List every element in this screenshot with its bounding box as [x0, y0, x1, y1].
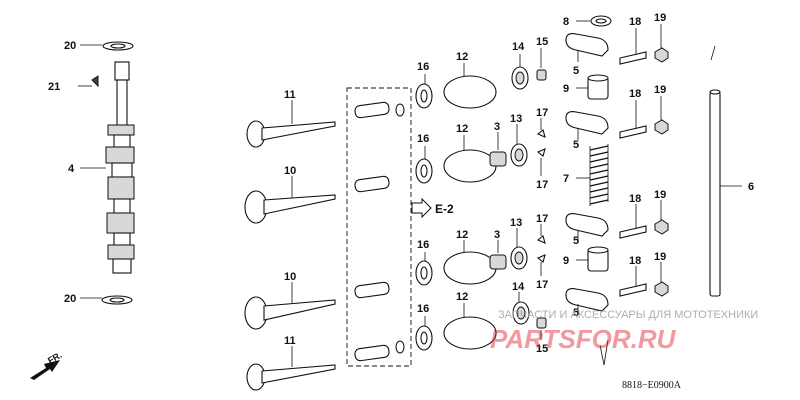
spring-seats [415, 74, 433, 351]
callout-4: 4 [68, 163, 75, 175]
valve-11-bottom [246, 363, 336, 391]
journal-2 [111, 162, 133, 178]
callout-19-4: 19 [654, 251, 666, 263]
caps-and-cotters [536, 48, 547, 340]
journal-3 [113, 198, 131, 214]
callout-16-1: 16 [417, 61, 429, 73]
dashed-box [346, 87, 412, 367]
guide-3 [354, 281, 390, 299]
retainers [510, 54, 530, 325]
callout-3-lower: 3 [494, 229, 500, 241]
callout-12-2: 12 [456, 123, 468, 135]
guide-4 [354, 340, 405, 362]
callout-5-3: 5 [573, 235, 579, 247]
callout-5-2: 5 [573, 139, 579, 151]
callout-16-4: 16 [417, 303, 429, 315]
callout-12-3: 12 [456, 229, 468, 241]
watermark-line1: ЗАПЧАСТИ И АКСЕССУАРЫ ДЛЯ МОТОТЕХНИКИ [498, 309, 758, 321]
rocker-shaft [599, 45, 742, 366]
valve-guide-group [346, 87, 412, 367]
callout-19-2: 19 [654, 84, 666, 96]
valve-10-upper [244, 190, 336, 224]
callout-17-2: 17 [536, 179, 548, 191]
callout-12-4: 12 [456, 291, 468, 303]
callout-5-4: 5 [573, 307, 579, 319]
cam-lobe-3 [107, 176, 135, 200]
callout-16-2: 16 [417, 133, 429, 145]
valves [244, 100, 336, 391]
cam-lobe-4 [106, 212, 135, 234]
callout-12-1: 12 [456, 51, 468, 63]
camshaft-shaft-upper [116, 79, 128, 126]
valve-11-top [246, 120, 336, 148]
camshaft [78, 41, 135, 305]
callout-21: 21 [48, 81, 60, 93]
callout-18-4: 18 [629, 255, 641, 267]
callout-14-upper: 14 [512, 41, 525, 53]
callout-18-3: 18 [629, 193, 641, 205]
camshaft-end-lower [112, 258, 132, 274]
callout-15-lower: 15 [536, 343, 548, 355]
callout-13-lower: 13 [510, 217, 522, 229]
callout-17-1: 17 [536, 107, 548, 119]
callout-13-upper: 13 [510, 113, 522, 125]
reference-e2: E-2 [411, 197, 454, 219]
callout-17-3: 17 [536, 213, 548, 225]
callout-16-3: 16 [417, 239, 429, 251]
diagram-code: 8818−E0900A [622, 380, 682, 391]
callout-3-upper: 3 [494, 121, 500, 133]
front-arrow-icon [30, 360, 60, 380]
callout-7: 7 [563, 173, 569, 185]
washer-20-bottom-hole [109, 297, 125, 303]
watermark: ЗАПЧАСТИ И АКСЕССУАРЫ ДЛЯ МОТОТЕХНИКИ PA… [490, 309, 758, 354]
front-label: FR. [46, 350, 64, 366]
plug-21 [91, 75, 99, 88]
callout-14-lower: 14 [512, 281, 525, 293]
callout-5-1: 5 [573, 65, 579, 77]
inner-springs [489, 132, 507, 270]
guide-2 [354, 175, 390, 193]
adjusting-screws [619, 24, 669, 297]
journal-1 [113, 134, 131, 148]
cam-lobe-1 [107, 124, 135, 136]
cam-lobe-5 [107, 244, 135, 260]
valve-10-lower [244, 296, 336, 330]
cam-lobe-2 [105, 146, 135, 164]
washer-20-top-hole [110, 43, 126, 49]
journal-4 [113, 232, 131, 246]
callout-10-upper: 10 [284, 165, 296, 177]
callout-19-3: 19 [654, 189, 666, 201]
callout-6: 6 [748, 181, 754, 193]
callout-15-upper: 15 [536, 36, 548, 48]
callout-10-lower: 10 [284, 271, 296, 283]
callout-20-bottom: 20 [64, 293, 76, 305]
rocker-arms [565, 15, 612, 312]
callout-8: 8 [563, 16, 569, 28]
watermark-line2: PARTSFOR.RU [490, 324, 677, 354]
callout-18-1: 18 [629, 16, 641, 28]
guide-1 [354, 101, 405, 119]
callout-20-top: 20 [64, 40, 76, 52]
front-arrow: FR. [30, 350, 64, 380]
callout-19-1: 19 [654, 12, 666, 24]
callout-9-lower: 9 [563, 255, 569, 267]
callout-17-4: 17 [536, 279, 548, 291]
callout-18-2: 18 [629, 88, 641, 100]
callout-11-top: 11 [284, 89, 296, 101]
callout-11-bottom: 11 [284, 335, 296, 347]
camshaft-end [114, 61, 130, 81]
reference-label: E-2 [435, 202, 454, 216]
valve-springs [443, 63, 497, 350]
callout-9-upper: 9 [563, 83, 569, 95]
